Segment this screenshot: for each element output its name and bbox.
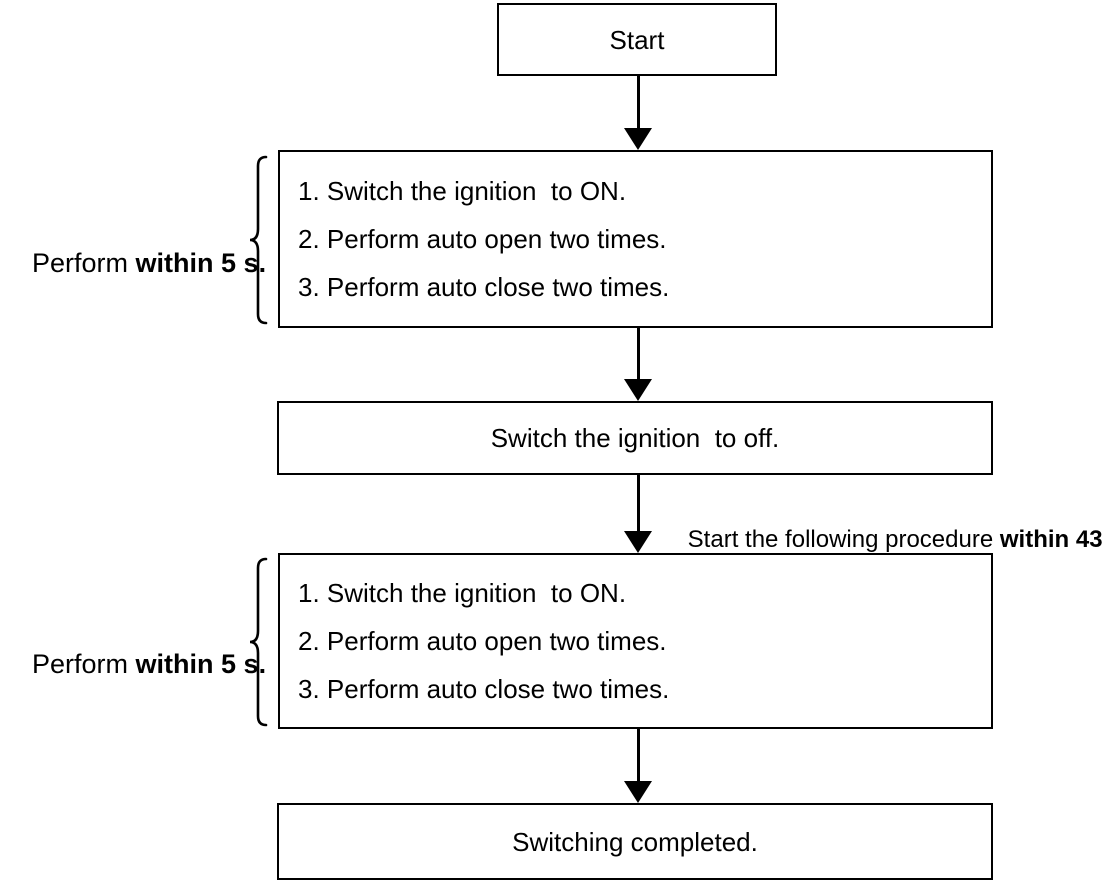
- procedure-step: 1. Switch the ignition to ON.: [298, 176, 627, 206]
- arrow-head-icon: [624, 531, 652, 553]
- start-box: Start: [497, 3, 777, 76]
- ignition-off-box: Switch the ignition to off.: [277, 401, 993, 475]
- arrow-shaft: [636, 76, 640, 134]
- completed-box: Switching completed.: [277, 803, 993, 880]
- arrow-head-icon: [624, 781, 652, 803]
- arrow-head-icon: [624, 379, 652, 401]
- side-label-perform-within-5s-1: Perform within 5 s.: [2, 215, 266, 311]
- timing-note: Start the following procedure within 43 …: [661, 495, 1106, 585]
- flow-arrow-block1-to-ignition-off: [624, 328, 652, 401]
- side-label-perform-within-5s-2: Perform within 5 s.: [2, 616, 266, 712]
- timing-note-bold: within 43 s.: [999, 526, 1103, 553]
- procedure-box-2: 1. Switch the ignition to ON. 2. Perform…: [278, 553, 993, 729]
- procedure-step: 3. Perform auto close two times.: [298, 674, 670, 704]
- start-box-label: Start: [609, 24, 665, 55]
- arrow-shaft: [636, 475, 640, 537]
- procedure-box-1: 1. Switch the ignition to ON. 2. Perform…: [278, 150, 993, 328]
- arrow-shaft: [636, 729, 640, 787]
- arrow-shaft: [636, 328, 640, 385]
- flow-arrow-start-to-block1: [624, 76, 652, 150]
- procedure-step: 1. Switch the ignition to ON.: [298, 578, 627, 608]
- left-brace-icon-2: [245, 557, 269, 727]
- left-brace-icon-1: [245, 155, 269, 325]
- flow-arrow-ignition-off-to-block2: [624, 475, 652, 553]
- side-label-bold: within 5 s.: [135, 248, 267, 278]
- procedure-step: 3. Perform auto close two times.: [298, 272, 670, 302]
- side-label-prefix: Perform: [32, 248, 136, 278]
- ignition-off-label: Switch the ignition to off.: [490, 423, 780, 453]
- timing-note-prefix: Start the following procedure: [687, 526, 1000, 553]
- flow-arrow-block2-to-completed: [624, 729, 652, 803]
- procedure-step: 2. Perform auto open two times.: [298, 224, 667, 254]
- arrow-head-icon: [624, 128, 652, 150]
- side-label-bold: within 5 s.: [135, 649, 267, 679]
- side-label-prefix: Perform: [32, 649, 136, 679]
- completed-label: Switching completed.: [512, 826, 758, 857]
- procedure-step: 2. Perform auto open two times.: [298, 626, 667, 656]
